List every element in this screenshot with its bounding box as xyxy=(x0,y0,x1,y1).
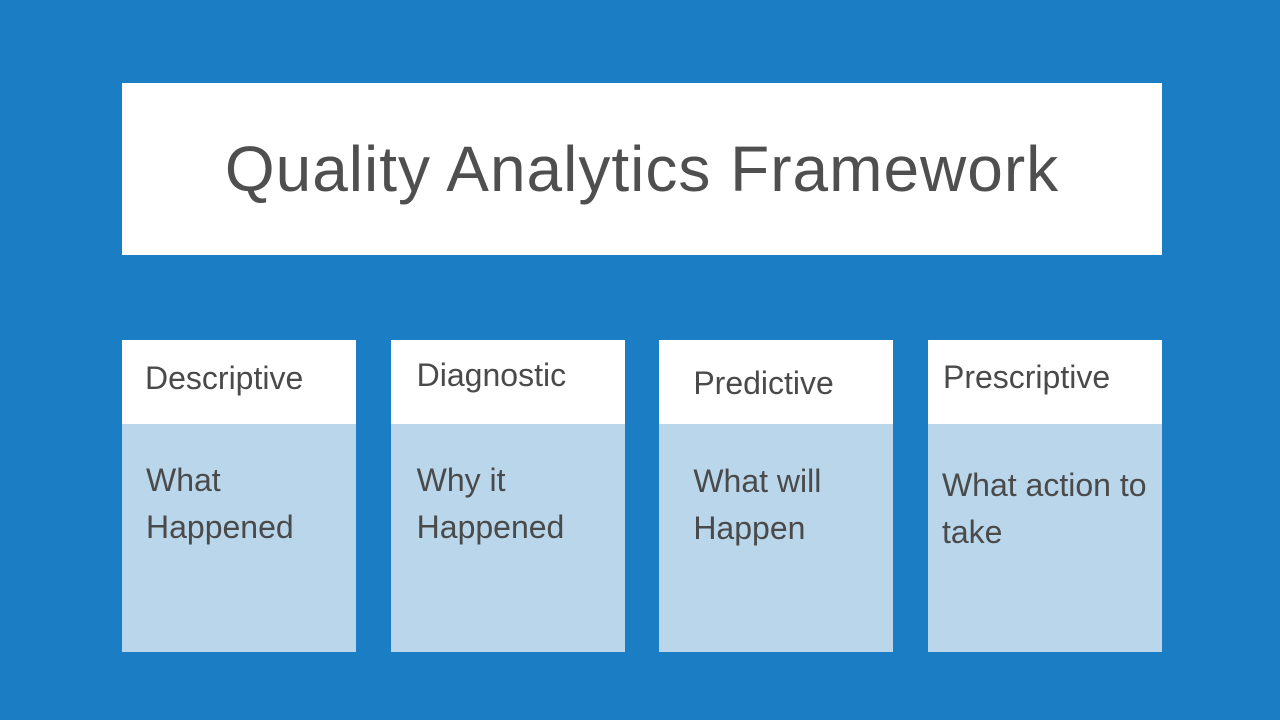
title-card: Quality Analytics Framework xyxy=(122,83,1162,255)
column-description: What Happened xyxy=(122,424,356,652)
slide-title: Quality Analytics Framework xyxy=(224,133,1060,205)
column-description: What action to take xyxy=(927,424,1162,652)
column-prescriptive: Prescriptive What action to take xyxy=(927,340,1162,652)
framework-columns: Descriptive What Happened Diagnostic Why… xyxy=(122,340,1162,652)
column-description: What will Happen xyxy=(659,424,894,652)
column-header: Diagnostic xyxy=(390,340,625,424)
column-header: Predictive xyxy=(659,340,894,424)
column-description: Why it Happened xyxy=(390,424,625,652)
column-header: Descriptive xyxy=(122,340,356,424)
column-header: Prescriptive xyxy=(927,340,1162,424)
column-descriptive: Descriptive What Happened xyxy=(122,340,356,652)
column-diagnostic: Diagnostic Why it Happened xyxy=(390,340,625,652)
column-predictive: Predictive What will Happen xyxy=(659,340,894,652)
